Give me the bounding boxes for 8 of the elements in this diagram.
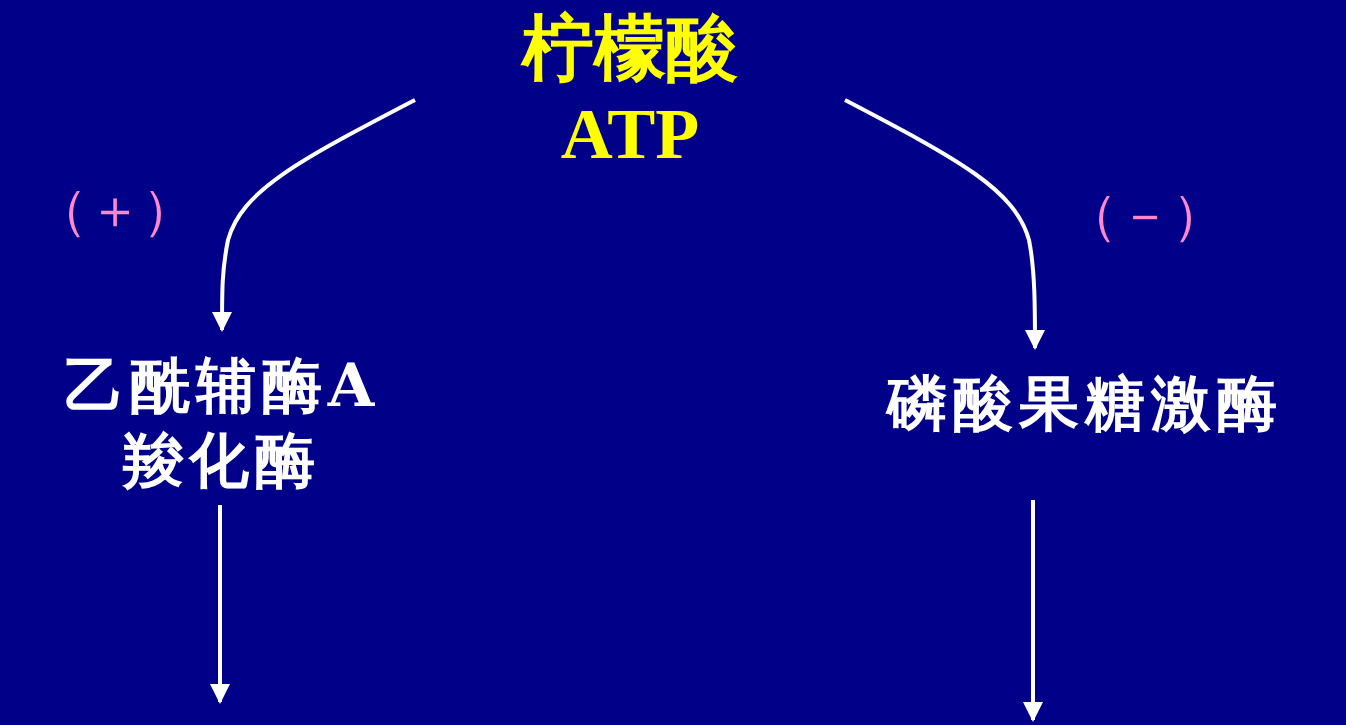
enzyme-label: 磷酸果糖激酶 xyxy=(884,367,1284,440)
arrow xyxy=(1023,500,1043,722)
arrow xyxy=(844,98,1045,350)
enzyme-label: 乙酰辅酶A羧化酶 xyxy=(62,349,382,497)
node-label: 柠檬酸 xyxy=(522,5,738,92)
arrow xyxy=(210,505,230,704)
node-label: ATP xyxy=(560,93,700,177)
arrow xyxy=(212,98,416,332)
